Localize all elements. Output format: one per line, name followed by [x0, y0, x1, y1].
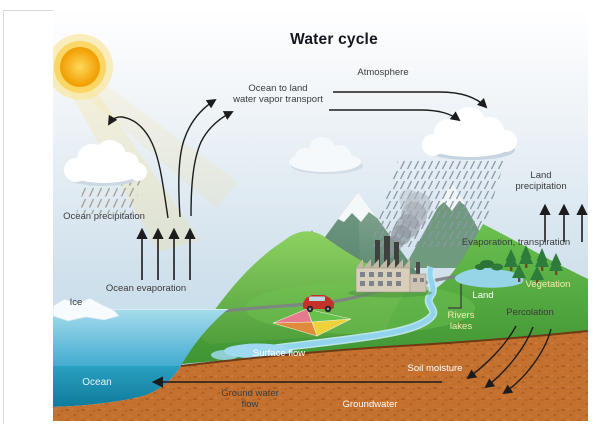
- ocean-evaporation-arrows-icon: [136, 227, 196, 280]
- river-icon: [211, 265, 438, 360]
- vapor-transport-arrows-icon: [329, 91, 488, 122]
- smoke-icon: [383, 189, 431, 258]
- soil-icon: [53, 330, 588, 421]
- snow-cap-icon: [338, 192, 377, 222]
- evapotranspiration-arrows-icon: [539, 203, 588, 242]
- farm-fields-icon: [272, 308, 352, 337]
- ice-icon: [53, 297, 120, 322]
- percolation-arrows-icon: [466, 325, 552, 395]
- land-precipitation-cloud-icon: [422, 107, 517, 160]
- factory-icon: [348, 189, 432, 298]
- lake-icon: [454, 268, 524, 288]
- hill-icon: [199, 231, 410, 344]
- ocean-icon: [53, 309, 228, 407]
- car-icon: [303, 295, 334, 313]
- scan-border-left: [3, 10, 4, 424]
- evaporation-stream-arrows-icon: [107, 98, 234, 219]
- tree-icon: [475, 245, 563, 284]
- ocean-precipitation-cloud-icon: [64, 140, 147, 214]
- land-bracket-icon: [448, 284, 462, 309]
- atmosphere-cloud-icon: [289, 137, 363, 174]
